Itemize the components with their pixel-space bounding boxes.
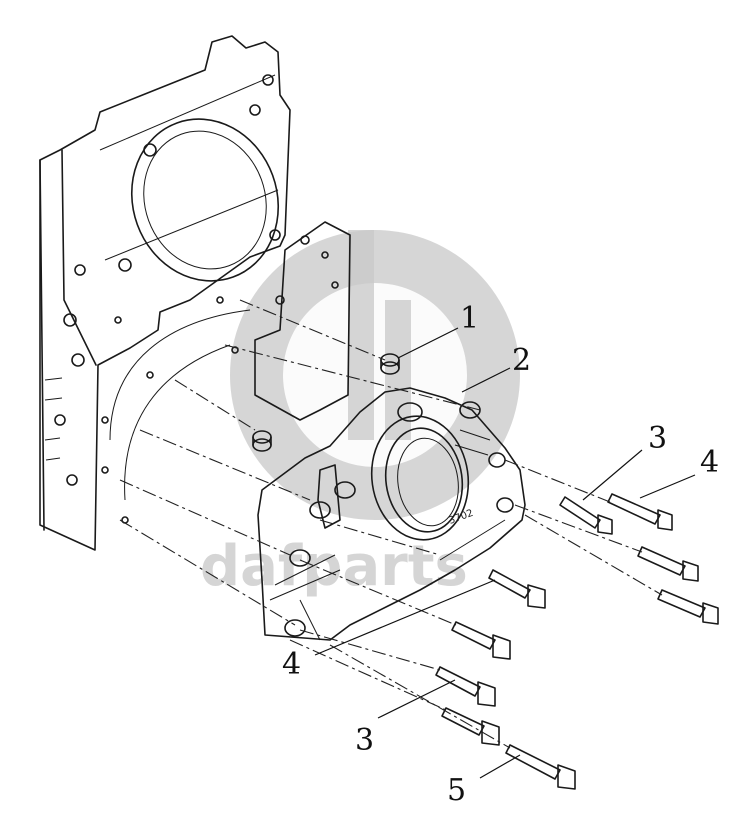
- callout-1: 1: [460, 301, 479, 336]
- bolts: [435, 493, 719, 790]
- bolt: [559, 496, 613, 535]
- callout-4-upper: 4: [700, 445, 719, 480]
- callout-3-upper: 3: [648, 421, 667, 456]
- bolt: [637, 546, 699, 582]
- bolt: [441, 707, 500, 746]
- callout-4-lower: 4: [282, 647, 301, 682]
- callouts: 1 2 3 4 4 3 5: [282, 301, 719, 808]
- assembly-axes: [119, 299, 663, 749]
- svg-text:3702: 3702: [447, 508, 475, 527]
- watermark-logo: dafparts: [200, 230, 520, 599]
- bolt: [451, 621, 511, 660]
- leader-lines: [314, 327, 696, 779]
- bolt: [607, 493, 673, 531]
- callout-5: 5: [447, 773, 466, 808]
- bolt: [488, 569, 546, 609]
- callout-3-lower: 3: [355, 723, 374, 758]
- block-bolt-holes: [54, 74, 281, 524]
- dowel-pins: [252, 353, 400, 452]
- watermark-text: dafparts: [200, 534, 468, 599]
- bolt: [505, 744, 576, 790]
- bolt: [435, 666, 496, 707]
- mounting-bracket: [254, 221, 351, 421]
- callout-2: 2: [512, 343, 531, 378]
- engine-block-plate: [39, 35, 291, 551]
- bolt: [657, 589, 719, 625]
